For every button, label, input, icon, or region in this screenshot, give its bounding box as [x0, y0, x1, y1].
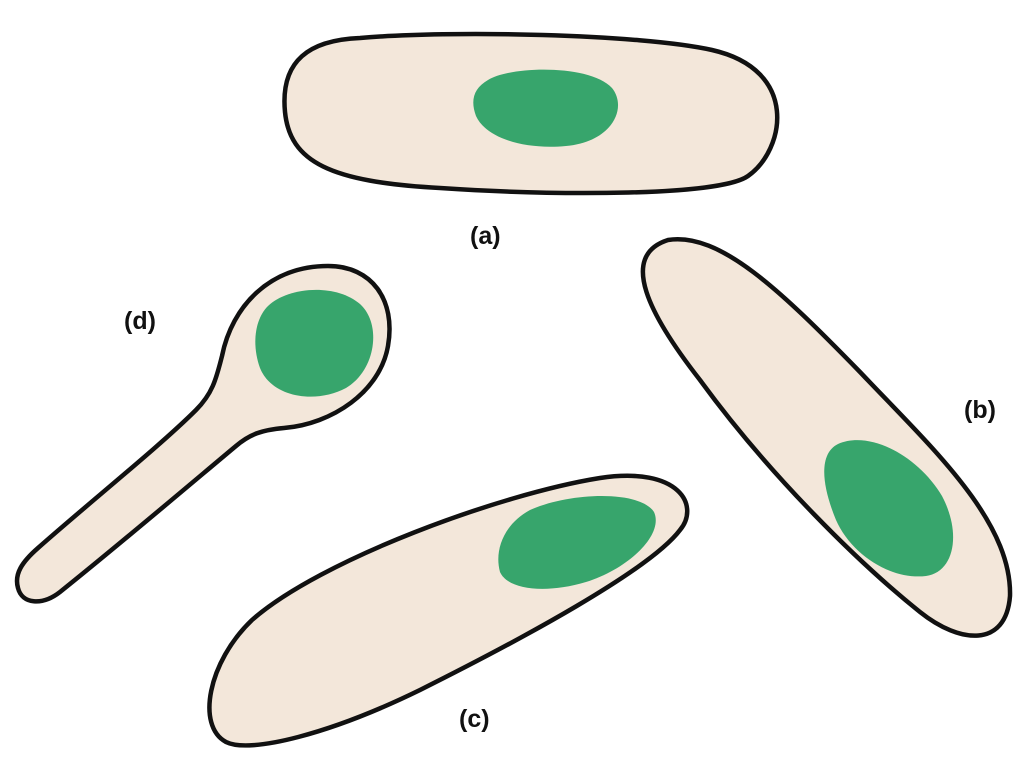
cell-d: [14, 263, 392, 604]
cell-d-endospore: [255, 289, 374, 397]
cell-a: [282, 31, 780, 196]
label-d: (d): [124, 307, 156, 335]
cell-c-endospore: [498, 496, 656, 589]
cell-b-body: [640, 237, 1013, 638]
cell-b: [640, 237, 1013, 638]
label-b: (b): [964, 396, 996, 424]
cell-a-endospore: [473, 69, 619, 147]
label-c: (c): [459, 705, 490, 733]
cell-c: [207, 473, 690, 748]
label-a: (a): [470, 222, 501, 250]
cell-b-endospore: [824, 440, 954, 577]
